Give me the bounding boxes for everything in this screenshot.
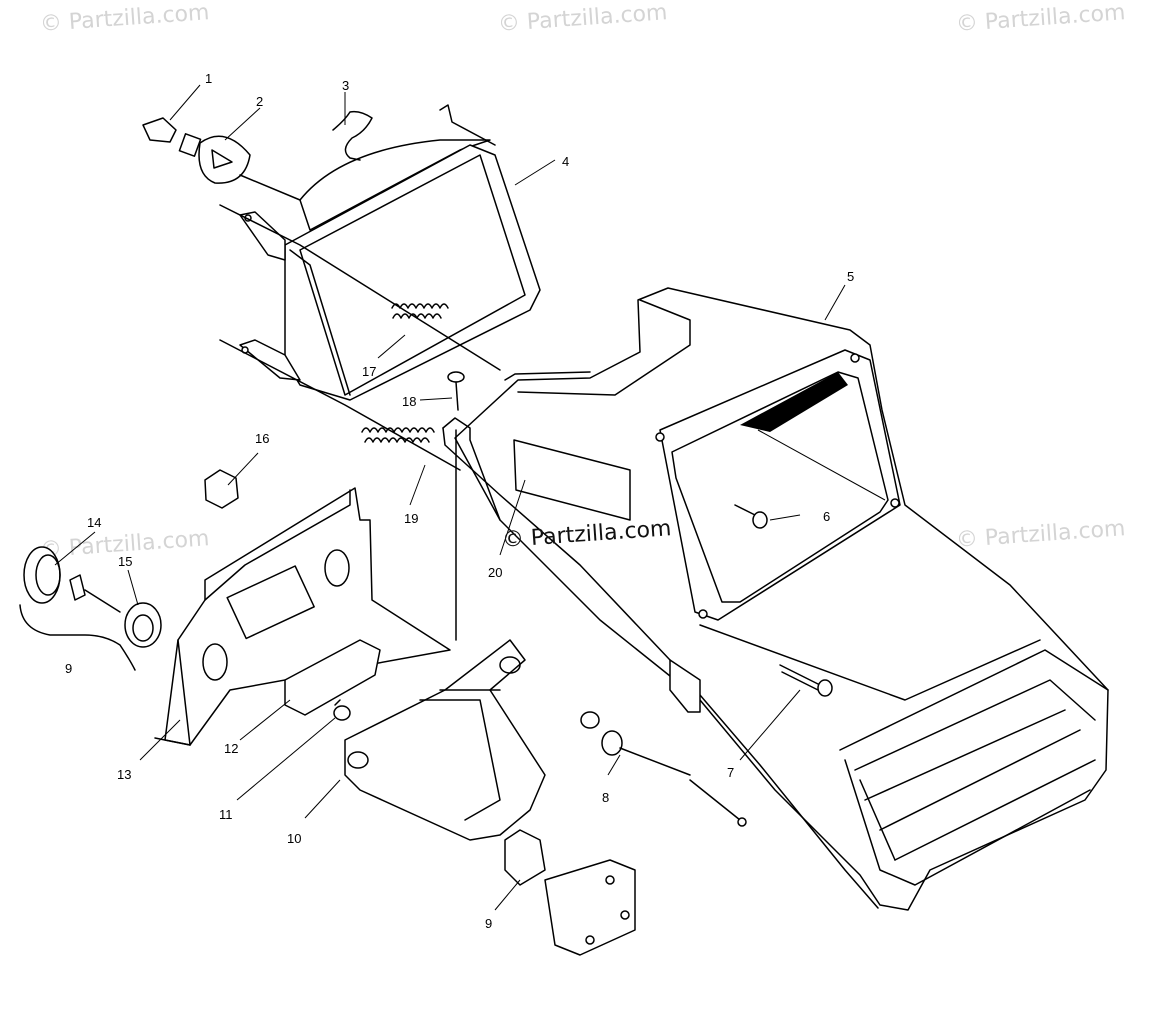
screw-7 [779,664,833,697]
callout-17: 17 [362,364,377,379]
callout-7: 7 [727,765,735,780]
callout-3: 3 [342,78,350,93]
callout-12: 12 [224,741,239,756]
mounting-bracket [344,639,546,841]
callout-15: 15 [118,554,133,569]
callout-2: 2 [256,94,264,109]
callout-5: 5 [847,269,855,284]
callout-8: 8 [602,790,610,805]
bulb-socket [142,117,177,143]
dash-housing [442,287,1109,911]
callout-10: 10 [287,831,302,846]
callout-9-left: 9 [65,661,73,676]
screw-18 [447,371,465,641]
callout-19: 19 [404,511,419,526]
callout-14: 14 [87,515,102,530]
callout-9-lower: 9 [485,916,493,931]
wire-clip [332,110,373,161]
nut-16 [204,469,239,509]
switch-8 [580,711,747,827]
leader-lines [54,84,846,911]
group-brace [19,604,136,671]
callout-6: 6 [823,509,831,524]
headlight-housing [239,104,541,401]
callout-20: 20 [488,565,503,580]
bulb [178,133,251,184]
screw-6 [734,504,768,529]
switch-12 [284,639,381,716]
callout-1: 1 [205,71,213,86]
callout-18: 18 [402,394,417,409]
ignition-switch [504,829,636,956]
callout-13: 13 [117,767,132,782]
key-set [23,546,162,648]
instrument-panel [154,487,451,746]
callout-4: 4 [562,154,570,169]
adjusting-springs [361,303,449,443]
indicator-bulb-11 [333,699,351,721]
callout-16: 16 [255,431,270,446]
callout-11: 11 [219,807,233,822]
